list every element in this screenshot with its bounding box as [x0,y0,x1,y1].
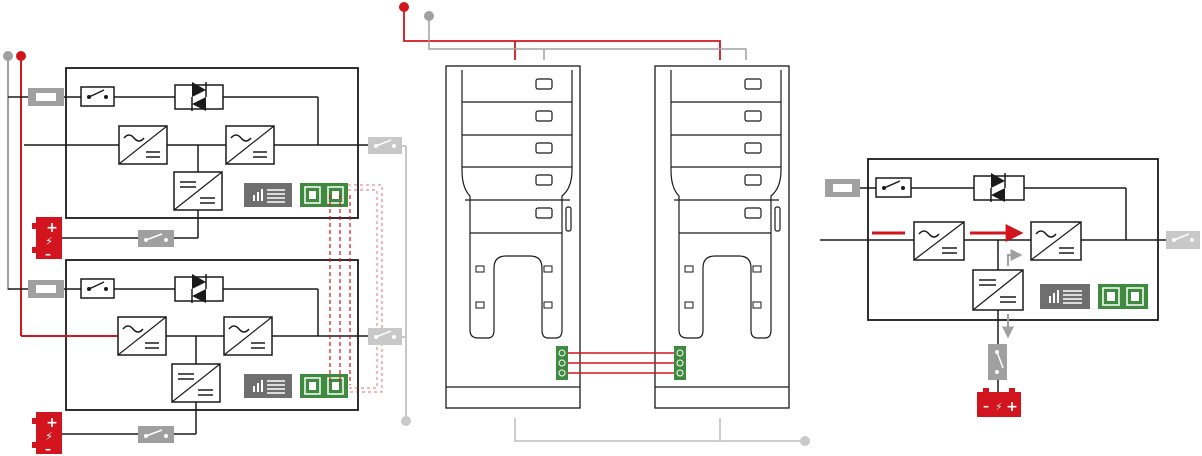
ups-cabinet-b [654,65,790,409]
battery-minus-label: – [983,399,989,413]
control-board-icon [300,183,348,207]
switch-icon [80,278,115,299]
dc-converter-icon [972,269,1024,311]
display-panel-icon [1040,284,1090,309]
output-switch-1 [368,137,402,154]
battery-2: + ⚡ – [32,412,196,456]
display-panel-icon [244,183,292,207]
thyristor-bypass-icon [174,82,224,111]
switch-icon [80,86,115,107]
control-board-icon [1098,284,1148,309]
ups-unit-2 [8,259,370,434]
display-panel-icon [244,374,292,398]
battery-icon: + ⚡ – [32,217,62,261]
dc-converter-icon [173,171,223,211]
battery-plus-label: + [46,220,58,236]
ac-output-terminal [401,416,411,426]
cabinet-communication-links [568,352,674,374]
parallel-ups-group: + ⚡ – [3,51,411,456]
battery-icon: – ⚡ + [977,388,1021,417]
thyristor-bypass-icon [973,173,1025,202]
control-board-icon [674,346,686,380]
control-board-icon [556,346,568,380]
battery-icon: + ⚡ – [32,412,62,456]
rectifier-icon [118,125,168,165]
inverter-icon [225,125,275,165]
rectifier-icon [913,221,965,261]
battery-bolt-label: ⚡ [45,430,53,443]
battery-bolt-label: ⚡ [45,235,53,248]
battery-1: + ⚡ – [32,217,198,261]
battery-bolt-label: ⚡ [995,402,1002,413]
switch-icon [875,177,912,198]
battery-minus-label: – [45,442,51,456]
inverter-icon [223,316,273,356]
charge-flow-arrow [1007,249,1023,266]
battery-minus-label: – [45,247,51,261]
ups-cabinet-a [445,65,581,409]
switch-icon [138,426,174,443]
cabinet-group [399,2,810,446]
output-switch [1166,231,1200,249]
parallel-communication-links [329,184,383,393]
thyristor-bypass-icon [174,274,224,303]
switch-icon [138,230,174,247]
single-ups-energy-flow: – ⚡ + [820,158,1200,417]
output-switch-2 [368,328,402,345]
battery-plus-label: + [1006,399,1018,415]
ups-unit-1 [8,67,370,238]
control-board-icon [300,374,348,398]
inverter-icon [1030,221,1082,261]
battery-switch-icon [988,344,1007,380]
rectifier-icon [117,316,167,356]
dc-converter-icon [171,363,221,403]
battery-plus-label: + [46,415,58,431]
ac-output-terminal [800,436,810,446]
